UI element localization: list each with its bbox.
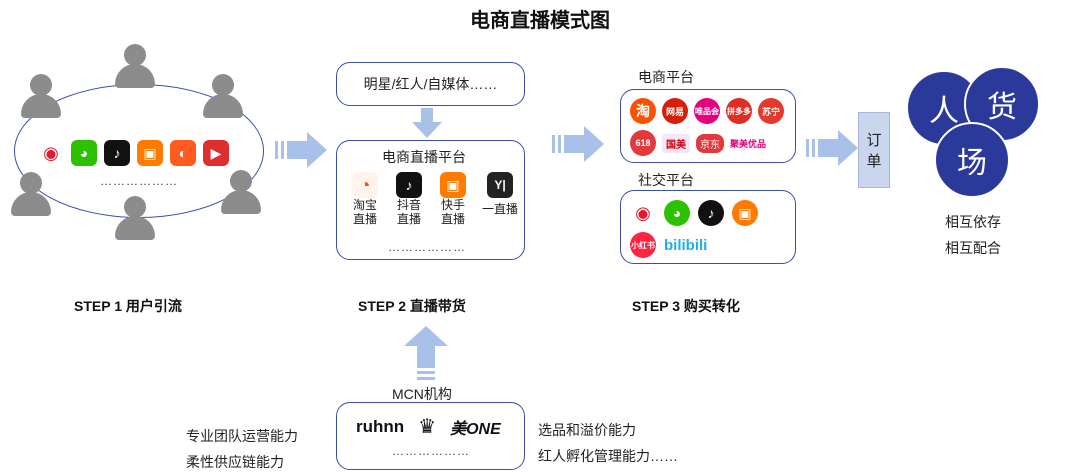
chang-circle: 场 bbox=[934, 122, 1010, 198]
douyin-icon: ♪ bbox=[698, 200, 724, 226]
platform-item: Y| 一直播 bbox=[480, 172, 520, 226]
wechat-icon: ◕ bbox=[71, 140, 97, 166]
platform-item: ▣ 快手 直播 bbox=[436, 172, 470, 226]
bilibili-logo: bilibili bbox=[664, 236, 708, 254]
social-title: 社交平台 bbox=[638, 172, 694, 188]
wangyi-logo: 网易 bbox=[662, 98, 688, 124]
arrow-right-icon bbox=[552, 126, 604, 162]
weibo-icon: ◉ bbox=[630, 200, 656, 226]
platform-label: 一直播 bbox=[481, 202, 518, 216]
pinduoduo-logo: 拼多多 bbox=[726, 98, 752, 124]
pgc-text-2: 相互配合 bbox=[945, 240, 1001, 256]
platform-item: ◔ 淘宝 直播 bbox=[348, 172, 382, 226]
mcn-box bbox=[336, 402, 525, 470]
order-box: 订 单 bbox=[858, 112, 890, 188]
kuaishou-icon: ▣ bbox=[440, 172, 466, 198]
platform-label: 直播 bbox=[352, 212, 377, 226]
mcn-right-text-2: 红人孵化管理能力…… bbox=[538, 448, 678, 464]
pgc-text-1: 相互依存 bbox=[945, 214, 1001, 230]
order-label-2: 单 bbox=[866, 153, 882, 170]
platform-item: ♪ 抖音 直播 bbox=[392, 172, 426, 226]
ecom-logo-row-1: 淘 网易 唯品会 拼多多 苏宁 bbox=[630, 98, 784, 124]
jumei-logo: 聚美优品 bbox=[730, 138, 767, 149]
gome-logo: 国美 bbox=[662, 133, 690, 153]
douyin-icon: ♪ bbox=[396, 172, 422, 198]
mcn-dots: ……………… bbox=[392, 444, 470, 458]
arrow-right-icon bbox=[806, 130, 858, 166]
influencer-label: 明星/红人/自媒体…… bbox=[363, 76, 498, 92]
weibo-icon: ◉ bbox=[38, 140, 64, 166]
taobao-live-icon: ◔ bbox=[352, 172, 378, 198]
platform-label: 快手 bbox=[440, 198, 465, 212]
user-icon bbox=[8, 172, 54, 216]
kuaishou-icon: ▣ bbox=[732, 200, 758, 226]
mcn-right-text-1: 选品和溢价能力 bbox=[538, 422, 636, 438]
step2-label: STEP 2 直播带货 bbox=[358, 298, 466, 314]
taobao-logo: 淘 bbox=[630, 98, 656, 124]
step2-dots: ……………… bbox=[388, 240, 466, 254]
ruhnn-logo: ruhnn bbox=[356, 416, 405, 436]
mcn-title: MCN机构 bbox=[392, 386, 452, 402]
user-icon bbox=[18, 74, 64, 118]
xiaohongshu-logo: 小红书 bbox=[630, 232, 656, 258]
platform-label: 淘宝 bbox=[352, 198, 377, 212]
platform-label: 直播 bbox=[440, 212, 465, 226]
live-platform-box bbox=[336, 140, 525, 260]
wechat-icon: ◕ bbox=[664, 200, 690, 226]
mcn-logo-row: ruhnn ♛ 美ONE bbox=[356, 414, 501, 439]
mcn-left-text-1: 专业团队运营能力 bbox=[186, 428, 298, 444]
order-label-1: 订 bbox=[866, 132, 882, 149]
user-icon bbox=[112, 196, 158, 240]
social-logo-row-1: ◉ ◕ ♪ ▣ bbox=[630, 200, 758, 226]
user-icon bbox=[112, 44, 158, 88]
arrow-down-icon bbox=[412, 108, 442, 138]
huoshan-icon: ◐ bbox=[170, 140, 196, 166]
douyin-icon: ♪ bbox=[104, 140, 130, 166]
live-platform-title: 电商直播平台 bbox=[382, 149, 466, 165]
jingdong-logo: 京东 bbox=[696, 133, 724, 153]
live-platform-row: ◔ 淘宝 直播 ♪ 抖音 直播 ▣ 快手 直播 Y| 一直播 bbox=[348, 172, 520, 226]
step3-label: STEP 3 购买转化 bbox=[632, 298, 740, 314]
arrow-up-icon bbox=[404, 326, 448, 380]
ecom-title: 电商平台 bbox=[638, 69, 694, 85]
vip-logo: 唯品会 bbox=[694, 98, 720, 124]
step1-app-row: ◉ ◕ ♪ ▣ ◐ ▶ bbox=[38, 140, 229, 166]
page-title: 电商直播模式图 bbox=[470, 10, 610, 32]
xigua-icon: ▶ bbox=[203, 140, 229, 166]
ecom-logo-row-2: 618 国美 京东 聚美优品 bbox=[630, 130, 766, 156]
kuaishou-icon: ▣ bbox=[137, 140, 163, 166]
meione-logo: 美ONE bbox=[450, 420, 501, 438]
arrow-right-icon bbox=[275, 132, 327, 168]
crown-icon: ♛ bbox=[418, 416, 437, 438]
yizhibo-icon: Y| bbox=[487, 172, 513, 198]
user-icon bbox=[218, 170, 264, 214]
suning-logo: 苏宁 bbox=[758, 98, 784, 124]
step1-label: STEP 1 用户引流 bbox=[74, 298, 182, 314]
step1-dots: ……………… bbox=[100, 174, 178, 188]
social-logo-row-2: 小红书 bilibili bbox=[630, 232, 707, 258]
platform-label: 直播 bbox=[396, 212, 421, 226]
platform-label: 抖音 bbox=[396, 198, 421, 212]
mcn-left-text-2: 柔性供应链能力 bbox=[186, 454, 284, 470]
influencer-box: 明星/红人/自媒体…… bbox=[336, 62, 525, 106]
jd618-logo: 618 bbox=[630, 130, 656, 156]
user-icon bbox=[200, 74, 246, 118]
